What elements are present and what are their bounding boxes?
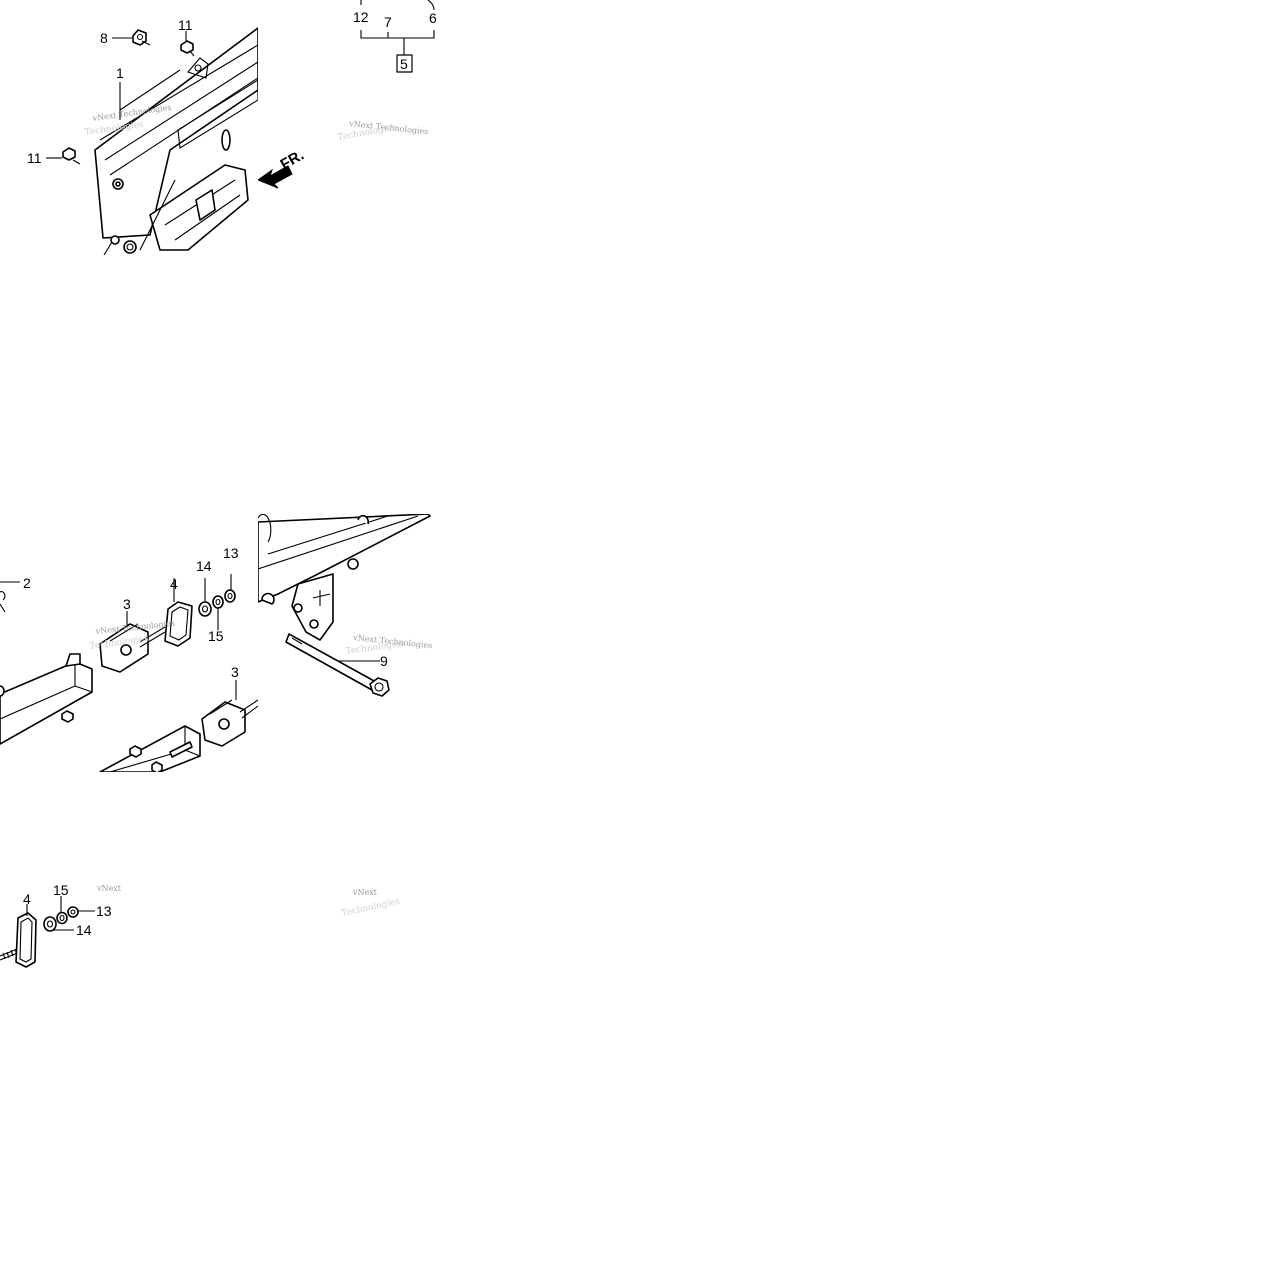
swingarm-body	[94, 27, 258, 239]
adjuster-plate	[15, 912, 37, 968]
callout-8: 8	[100, 30, 108, 46]
callout-6: 6	[429, 10, 437, 26]
watermark-text: vNext	[352, 888, 378, 897]
bolt-8	[132, 29, 151, 46]
tile-watermark: vNext Technologies	[340, 880, 400, 925]
chain-adjuster-upper	[99, 623, 166, 673]
group-box-5	[396, 54, 413, 73]
callout-14-upper: 14	[196, 558, 212, 574]
callout-13-lower: 13	[96, 903, 112, 919]
adjusters-drawing: 2 3 4 14 13 15 3 vNext Technologies Tech…	[0, 545, 258, 772]
pivot-bolt-drawing: 9 vNext Technologies Technologies	[258, 514, 433, 697]
callout-12: 12	[353, 9, 369, 25]
bolt-11-top	[180, 40, 195, 57]
mount-bracket	[291, 573, 334, 641]
callout-5: 5	[400, 56, 408, 72]
tile-adjusters: 2 3 4 14 13 15 3 vNext Technologies Tech…	[0, 514, 258, 772]
nut-13	[224, 589, 236, 603]
callout-3-lower: 3	[231, 664, 239, 680]
watermark-drawing: vNext Technologies	[341, 888, 400, 919]
callout-11-top: 11	[178, 17, 193, 33]
callout-2: 2	[23, 575, 31, 591]
pivot-bolt	[285, 633, 390, 697]
tile-adjuster-hardware: 4 15 13 14 vNext	[0, 880, 130, 970]
callout-4-lower: 4	[23, 891, 31, 907]
callout-9: 9	[380, 653, 388, 669]
chain-slider	[139, 164, 249, 251]
callout-4-upper: 4	[170, 576, 178, 592]
washer-14	[43, 916, 57, 932]
bolt-lower	[110, 235, 137, 254]
parts-group-drawing: FR. 5 12 7 6 vNext Technologies Technolo…	[258, 0, 437, 189]
callout-3-upper: 3	[123, 596, 131, 612]
frame-tube	[258, 514, 431, 605]
bolt-11-left	[62, 147, 81, 165]
callout-7: 7	[384, 14, 392, 30]
callout-15-lower: 15	[53, 882, 69, 898]
adjuster-hardware-drawing: 4 15 13 14 vNext	[0, 882, 122, 968]
watermark-ghost: Technologies	[341, 897, 400, 919]
tile-parts-group: FR. 5 12 7 6 vNext Technologies Technolo…	[258, 0, 458, 258]
callout-14-lower: 14	[76, 922, 92, 938]
adjuster-plate	[164, 601, 193, 647]
callout-1: 1	[116, 65, 124, 81]
swingarm-lower	[99, 725, 201, 772]
front-arrow: FR.	[258, 147, 307, 189]
nut-15	[56, 911, 68, 925]
tile-chain-case: 8 11 1 11 vNext Technologies Technologie…	[0, 0, 258, 258]
washer-14	[198, 601, 212, 617]
watermark-text: vNext	[96, 884, 122, 893]
callout-15-upper: 15	[208, 628, 224, 644]
callout-11-left: 11	[27, 150, 42, 166]
nut-15	[212, 595, 224, 609]
chain-case-drawing: 8 11 1 11 vNext Technologies Technologie…	[27, 17, 258, 256]
tile-pivot-bolt: 9 vNext Technologies Technologies	[258, 514, 458, 772]
callout-13-upper: 13	[223, 545, 239, 561]
chain-adjuster-lower	[201, 699, 258, 747]
nut-13	[67, 906, 79, 918]
swingarm-left	[0, 653, 93, 745]
